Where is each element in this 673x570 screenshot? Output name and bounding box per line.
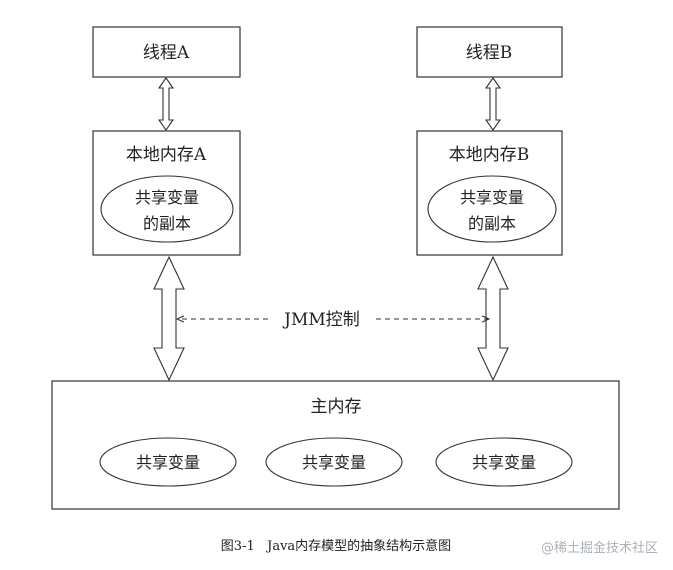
local-copy-b-line2: 的副本 bbox=[468, 214, 516, 233]
local-memory-b-label: 本地内存B bbox=[449, 145, 530, 165]
thread-a-box: 线程A bbox=[92, 26, 241, 78]
local-copy-b-line1: 共享变量 bbox=[460, 188, 524, 207]
main-memory-label: 主内存 bbox=[311, 397, 362, 417]
thread-b-local-arrow bbox=[484, 77, 502, 131]
thread-b-box: 线程B bbox=[416, 26, 563, 78]
thread-a-local-arrow bbox=[157, 77, 175, 131]
local-copy-a-line2: 的副本 bbox=[143, 214, 191, 233]
main-shared-var-ellipse bbox=[99, 437, 237, 487]
local-memory-b-box: 本地内存B 共享变量 的副本 bbox=[416, 130, 563, 256]
main-shared-var-label: 共享变量 bbox=[472, 453, 536, 472]
local-memory-a-label: 本地内存A bbox=[126, 145, 207, 165]
main-shared-var-label: 共享变量 bbox=[136, 453, 200, 472]
watermark: @稀土掘金技术社区 bbox=[541, 540, 658, 556]
thread-b-label: 线程B bbox=[466, 43, 513, 63]
figure-caption: 图3-1 Java内存模型的抽象结构示意图 bbox=[221, 538, 451, 554]
local-b-main-arrow bbox=[477, 255, 509, 382]
jmm-control-label: JMM控制 bbox=[282, 310, 360, 330]
local-copy-a-line1: 共享变量 bbox=[135, 188, 199, 207]
local-copy-a-ellipse bbox=[100, 175, 234, 243]
local-copy-b-ellipse bbox=[427, 175, 557, 243]
main-shared-var-ellipse bbox=[265, 437, 403, 487]
thread-a-label: 线程A bbox=[143, 43, 190, 63]
local-memory-a-box: 本地内存A 共享变量 的副本 bbox=[92, 130, 241, 256]
main-shared-var-ellipse bbox=[435, 437, 573, 487]
main-shared-var-label: 共享变量 bbox=[302, 453, 366, 472]
main-memory-box: 主内存 共享变量 共享变量 共享变量 bbox=[51, 380, 620, 510]
local-a-main-arrow bbox=[153, 255, 185, 382]
